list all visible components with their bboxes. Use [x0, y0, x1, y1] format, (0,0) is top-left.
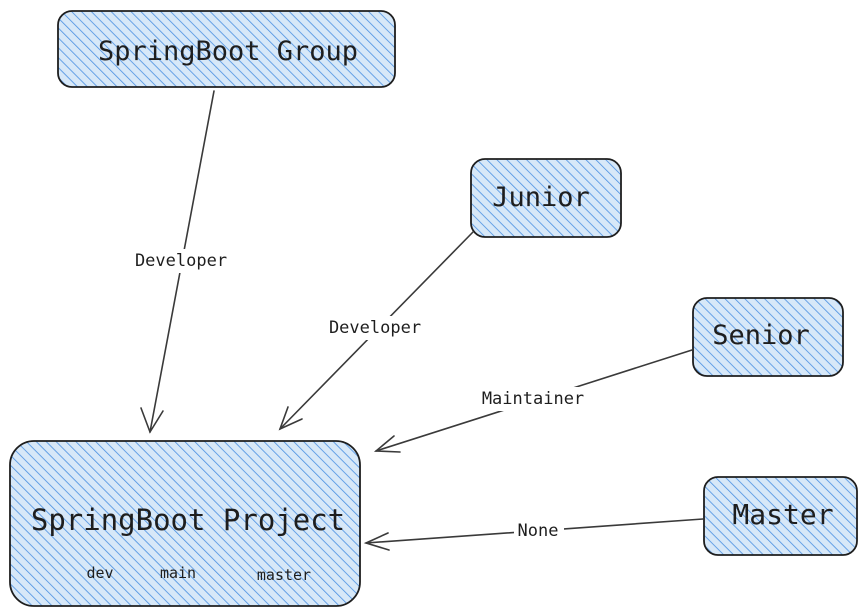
- branch-dev-label: dev: [86, 564, 113, 582]
- node-junior-label: Junior: [492, 182, 590, 213]
- node-springboot-group-label: SpringBoot Group: [98, 36, 358, 67]
- node-springboot-project[interactable]: SpringBoot Project dev main master: [9, 440, 361, 607]
- edge-group-to-project-label: Developer: [135, 251, 227, 271]
- edge-junior-to-project-label: Developer: [329, 318, 421, 338]
- edge-senior-to-project[interactable]: Maintainer: [373, 349, 693, 453]
- node-junior[interactable]: Junior: [470, 158, 622, 238]
- branch-master-label: master: [257, 566, 311, 584]
- node-senior-label: Senior: [712, 320, 810, 351]
- node-springboot-project-label: SpringBoot Project: [31, 503, 345, 537]
- edge-master-to-project-label: None: [518, 521, 559, 541]
- edge-senior-to-project-label: Maintainer: [482, 389, 584, 409]
- node-senior[interactable]: Senior: [692, 297, 844, 377]
- branch-main-label: main: [160, 564, 196, 582]
- node-master[interactable]: Master: [703, 476, 858, 556]
- edge-junior-to-project[interactable]: Developer: [278, 231, 474, 431]
- node-springboot-group[interactable]: SpringBoot Group: [57, 10, 396, 88]
- node-master-label: Master: [732, 498, 833, 531]
- edge-group-to-project[interactable]: Developer: [133, 90, 229, 434]
- edge-master-to-project[interactable]: None: [363, 518, 704, 551]
